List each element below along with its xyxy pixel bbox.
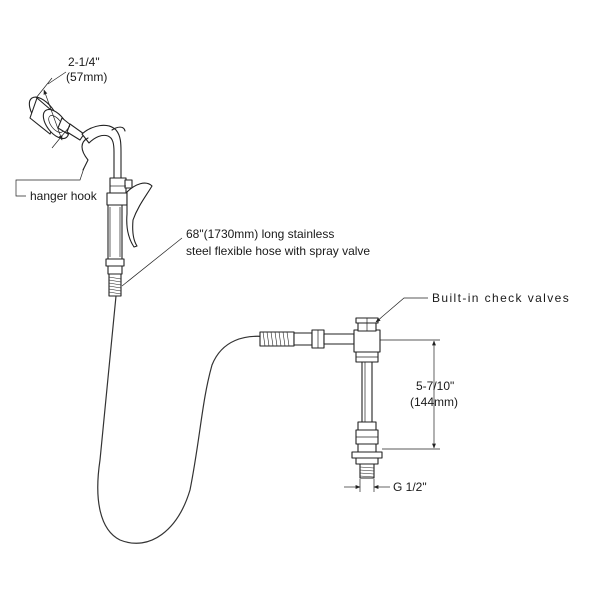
thread-size-label: G 1/2" bbox=[393, 480, 427, 494]
check-valve-leader bbox=[375, 297, 428, 323]
hanger-hook bbox=[81, 137, 89, 171]
hanger-hook-label: hanger hook bbox=[30, 189, 98, 203]
check-valves-label: Built-in check valves bbox=[432, 291, 570, 305]
height-metric-label: (144mm) bbox=[410, 395, 458, 409]
riser-pipe bbox=[361, 361, 373, 423]
gooseneck-pipe bbox=[81, 124, 122, 179]
hose-description-line1: 68"(1730mm) long stainless bbox=[186, 227, 334, 241]
head-width-imperial-label: 2-1/4" bbox=[68, 55, 100, 69]
check-valve-body bbox=[353, 317, 381, 363]
height-imperial-label: 5-7/10" bbox=[416, 379, 454, 393]
hose-description-line2: steel flexible hose with spray valve bbox=[186, 244, 370, 258]
spray-trigger-lever bbox=[126, 182, 153, 248]
thread-dimension bbox=[344, 479, 390, 492]
hanger-hook-leader bbox=[15, 167, 85, 197]
head-width-dimension bbox=[35, 71, 71, 149]
hose-coupling-upper bbox=[105, 258, 125, 297]
mounting-shank bbox=[351, 421, 383, 479]
hose-leader bbox=[121, 237, 183, 287]
head-width-metric-label: (57mm) bbox=[66, 70, 107, 84]
flexible-hose bbox=[97, 295, 269, 544]
height-dimension bbox=[380, 339, 440, 450]
hose-fitting-lower bbox=[259, 329, 355, 349]
check-valve-assembly bbox=[259, 317, 383, 479]
spray-handle bbox=[107, 204, 123, 260]
